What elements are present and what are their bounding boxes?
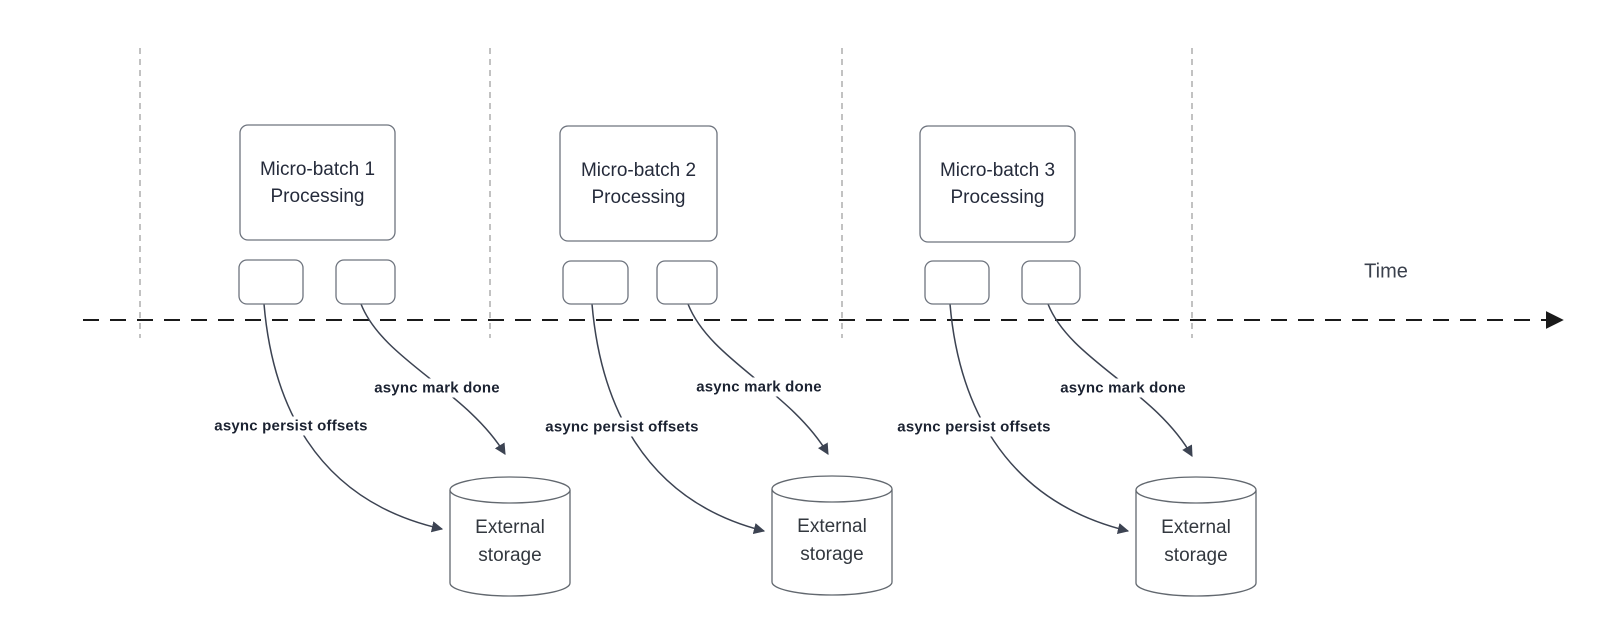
external-storage-cylinder-3 [1135,490,1257,597]
mark-done-arrow-2 [687,303,829,455]
micro-batch-2-box [559,125,718,242]
edge-label-mark-done-1: async mark done [371,378,503,398]
mark-done-arrow-1 [360,303,506,455]
edge-label-persist-offsets-1: async persist offsets [211,416,371,436]
batch3-persist-task-rect [924,260,990,305]
batch3-done-task-rect [1021,260,1081,305]
micro-batch-3-box [919,125,1076,243]
batch2-persist-task-rect [562,260,629,305]
micro-batch-2-label: Micro-batch 2 Processing [560,126,717,241]
micro-batch-2-title: Micro-batch 2 [580,159,697,181]
external-storage-cylinder-3-top [1135,476,1257,504]
edge-label-mark-done-3: async mark done [1057,378,1189,398]
batch2-done-task-rect [656,260,718,305]
external-storage-3-label: External storage [1161,514,1231,570]
edge-label-persist-offsets-2: async persist offsets [542,417,702,437]
edge-label-mark-done-2: async mark done [693,377,825,397]
external-storage-3-line2: storage [1164,545,1228,566]
micro-batch-1-label: Micro-batch 1 Processing [240,125,395,240]
micro-batch-1-subtitle: Processing [270,185,365,207]
external-storage-cylinder-2 [771,489,893,596]
external-storage-cylinder-2-top [771,475,893,503]
external-storage-2-label: External storage [797,513,867,569]
persist-offsets-arrow-2 [591,303,766,534]
external-storage-1-line2: storage [478,545,542,566]
mark-done-arrow-3 [1047,303,1193,457]
persist-offsets-arrow-3 [949,303,1130,535]
time-label: Time [1364,260,1408,283]
micro-batch-3-title: Micro-batch 3 [939,160,1056,181]
micro-batch-1-box [239,124,396,241]
micro-batch-3-label: Micro-batch 3 Processing [920,126,1075,242]
micro-batch-1-title: Micro-batch 1 [259,158,376,180]
external-storage-1-label: External storage [475,514,545,570]
external-storage-2-line2: storage [800,544,864,565]
micro-batch-2-subtitle: Processing [591,186,686,208]
batch1-done-task-rect [335,259,396,305]
external-storage-2-line1: External [797,516,867,537]
micro-batch-3-subtitle: Processing [950,187,1045,208]
external-storage-1-line1: External [475,517,545,538]
persist-offsets-arrow-1 [263,303,444,533]
external-storage-cylinder-1-top [449,476,571,504]
edge-label-persist-offsets-3: async persist offsets [894,417,1054,437]
external-storage-3-line1: External [1161,517,1231,538]
external-storage-cylinder-1 [449,490,571,597]
batch1-persist-task-rect [238,259,304,305]
